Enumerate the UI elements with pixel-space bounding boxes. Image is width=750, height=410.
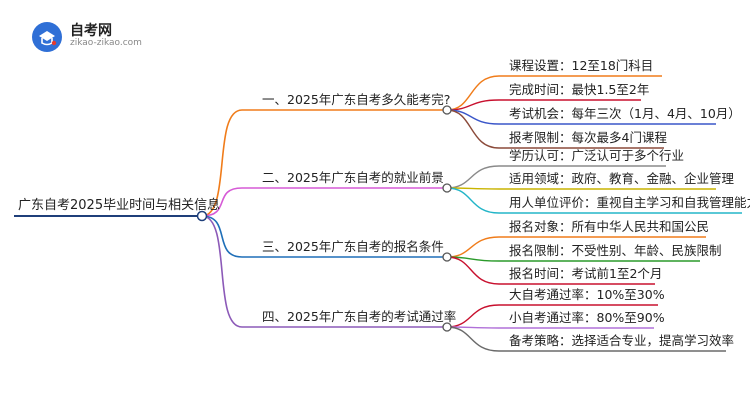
leaf-label: 备考策略：选择适合专业，提高学习效率 <box>509 333 735 348</box>
leaf-connector <box>446 187 500 214</box>
leaf-label: 报名时间：考试前1至2个月 <box>509 266 663 281</box>
branch-connector <box>201 215 243 328</box>
branch-label: 四、2025年广东自考的考试通过率 <box>262 309 457 324</box>
leaf-label: 课程设置：12至18门科目 <box>509 58 654 73</box>
leaf-label: 报名对象：所有中华人民共和国公民 <box>509 219 710 234</box>
branch-connector <box>201 109 243 217</box>
logo-icon <box>32 22 62 52</box>
branch-connector <box>201 215 243 258</box>
leaf-label: 用人单位评价：重视自主学习和自我管理能力 <box>509 195 750 210</box>
leaf-label: 完成时间：最快1.5至2年 <box>509 82 650 97</box>
leaf-connector <box>446 326 500 352</box>
branch-node <box>442 322 452 332</box>
leaf-label: 报名限制：不受性别、年龄、民族限制 <box>509 243 722 258</box>
branch-node <box>442 105 452 115</box>
brand-url: zikao-zikao.com <box>70 38 142 48</box>
branch-label: 二、2025年广东自考的就业前景 <box>262 170 444 185</box>
brand-name: 自考网 <box>70 23 112 39</box>
branch-node <box>442 183 452 193</box>
leaf-label: 学历认可：广泛认可于多个行业 <box>509 148 685 163</box>
branch-label: 三、2025年广东自考的报名条件 <box>262 239 444 254</box>
branch-connector <box>201 187 243 217</box>
root-node <box>196 210 208 222</box>
leaf-label: 考试机会：每年三次（1月、4月、10月） <box>509 106 741 121</box>
leaf-connector <box>446 109 500 149</box>
leaf-connector <box>446 165 500 189</box>
leaf-label: 小自考通过率：80%至90% <box>509 310 665 325</box>
leaf-connector <box>446 256 500 285</box>
leaf-label: 报考限制：每次最多4门课程 <box>509 130 667 145</box>
leaf-label: 大自考通过率：10%至30% <box>509 287 665 302</box>
root-topic: 广东自考2025毕业时间与相关信息 <box>18 198 221 213</box>
branch-node <box>442 252 452 262</box>
branch-label: 一、2025年广东自考多久能考完? <box>262 92 451 107</box>
leaf-connector <box>446 236 500 258</box>
leaf-label: 适用领域：政府、教育、金融、企业管理 <box>509 171 735 186</box>
